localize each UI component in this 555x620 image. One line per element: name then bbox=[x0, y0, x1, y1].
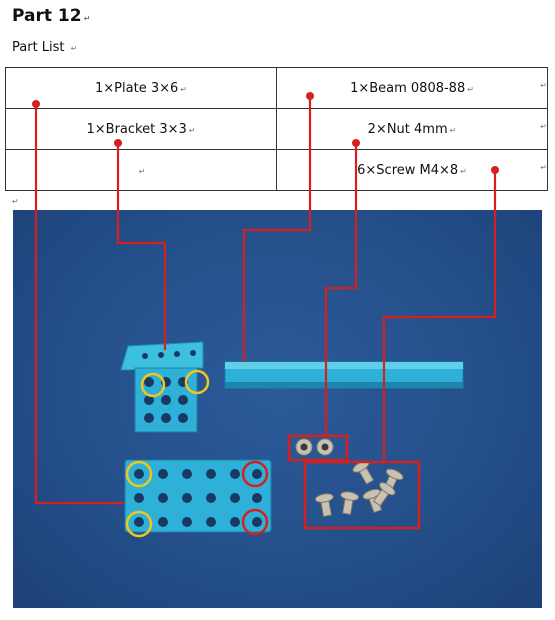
screw-box bbox=[303, 460, 421, 530]
ring-yellow bbox=[125, 510, 153, 538]
part-cell-beam: 1×Beam 0808-88↵↵ bbox=[276, 67, 548, 109]
ring-red bbox=[241, 460, 269, 488]
ring-yellow bbox=[140, 372, 166, 398]
table-row: 1×Plate 3×6↵ 1×Beam 0808-88↵↵ bbox=[5, 67, 548, 109]
part-cell-plate: 1×Plate 3×6↵ bbox=[5, 67, 277, 109]
page-title: Part 12↵ bbox=[12, 6, 91, 26]
ring-red bbox=[241, 508, 269, 536]
part-list-heading: Part List ↵ bbox=[12, 40, 78, 55]
nut-parts bbox=[295, 438, 334, 456]
part-cell-screw: 6×Screw M4×8↵↵ bbox=[276, 149, 548, 191]
highlight-rings-yellow bbox=[125, 369, 210, 538]
parts-photo bbox=[13, 210, 542, 608]
parts-illustration bbox=[120, 341, 464, 538]
part-list-table: 1×Plate 3×6↵ 1×Beam 0808-88↵↵ 1×Bracket … bbox=[5, 67, 548, 191]
screw-parts bbox=[314, 460, 404, 518]
part-cell-empty: ↵ bbox=[5, 149, 277, 191]
paragraph-mark: ↵ bbox=[12, 197, 19, 206]
bracket-part bbox=[120, 341, 204, 433]
nut-box bbox=[287, 434, 349, 462]
ring-yellow bbox=[125, 460, 153, 488]
part-cell-bracket: 1×Bracket 3×3↵ bbox=[5, 108, 277, 150]
table-row: ↵ 6×Screw M4×8↵↵ bbox=[5, 149, 548, 191]
beam-part bbox=[224, 361, 464, 389]
plate-holes bbox=[134, 469, 262, 527]
part-cell-nut: 2×Nut 4mm↵↵ bbox=[276, 108, 548, 150]
table-row: 1×Bracket 3×3↵ 2×Nut 4mm↵↵ bbox=[5, 108, 548, 150]
plate-part bbox=[124, 459, 272, 533]
ring-yellow bbox=[184, 369, 210, 395]
highlight-red bbox=[241, 434, 421, 536]
